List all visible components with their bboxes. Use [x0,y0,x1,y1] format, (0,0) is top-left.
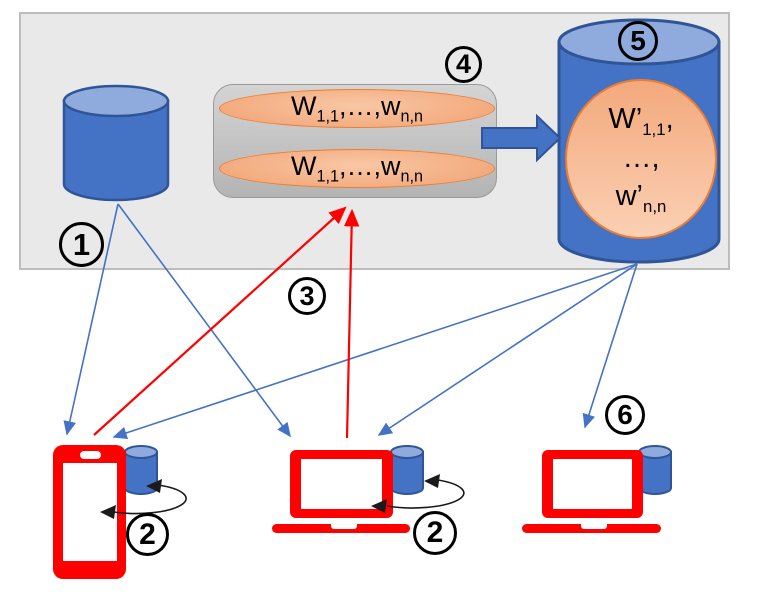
aggregated-weights-line-1: W’1,1, [608,102,674,139]
step-marker-3: 3 [288,277,326,315]
phone-speaker [80,451,101,459]
weights-ellipse-1: W1,1,…,wn,n [219,89,495,128]
phone-screen [63,463,117,561]
arrow-serverdb-to-laptop1 [377,263,638,436]
phone-local-database-icon [124,445,158,495]
weights-ellipse-2: W1,1,…,wn,n [219,149,495,188]
step-marker-6: 6 [605,395,645,435]
laptop1-loop-arrowhead-db [424,474,440,488]
step-marker-1: 1 [59,222,104,267]
weights-label-1: W1,1,…,wn,n [290,90,424,126]
weights-label-2: W1,1,…,wn,n [290,150,424,186]
laptop1-screen [301,459,382,509]
step-marker-2-laptop: 2 [413,511,457,555]
aggregated-weights-line-2: …, [622,141,660,174]
laptop1-local-database-icon [390,445,424,495]
arrow-serverdb-to-phone [112,263,638,440]
laptop1-notch [331,524,357,529]
aggregated-weights-circle: W’1,1, …, w’n,n [565,79,717,239]
laptop2-screen [553,459,632,509]
step-marker-4: 4 [445,46,482,83]
source-database-icon [62,84,170,202]
step-marker-5: 5 [618,21,658,61]
aggregated-weights-line-3: w’n,n [615,180,667,217]
step-marker-2-phone: 2 [126,513,169,556]
laptop2-notch [581,524,607,529]
